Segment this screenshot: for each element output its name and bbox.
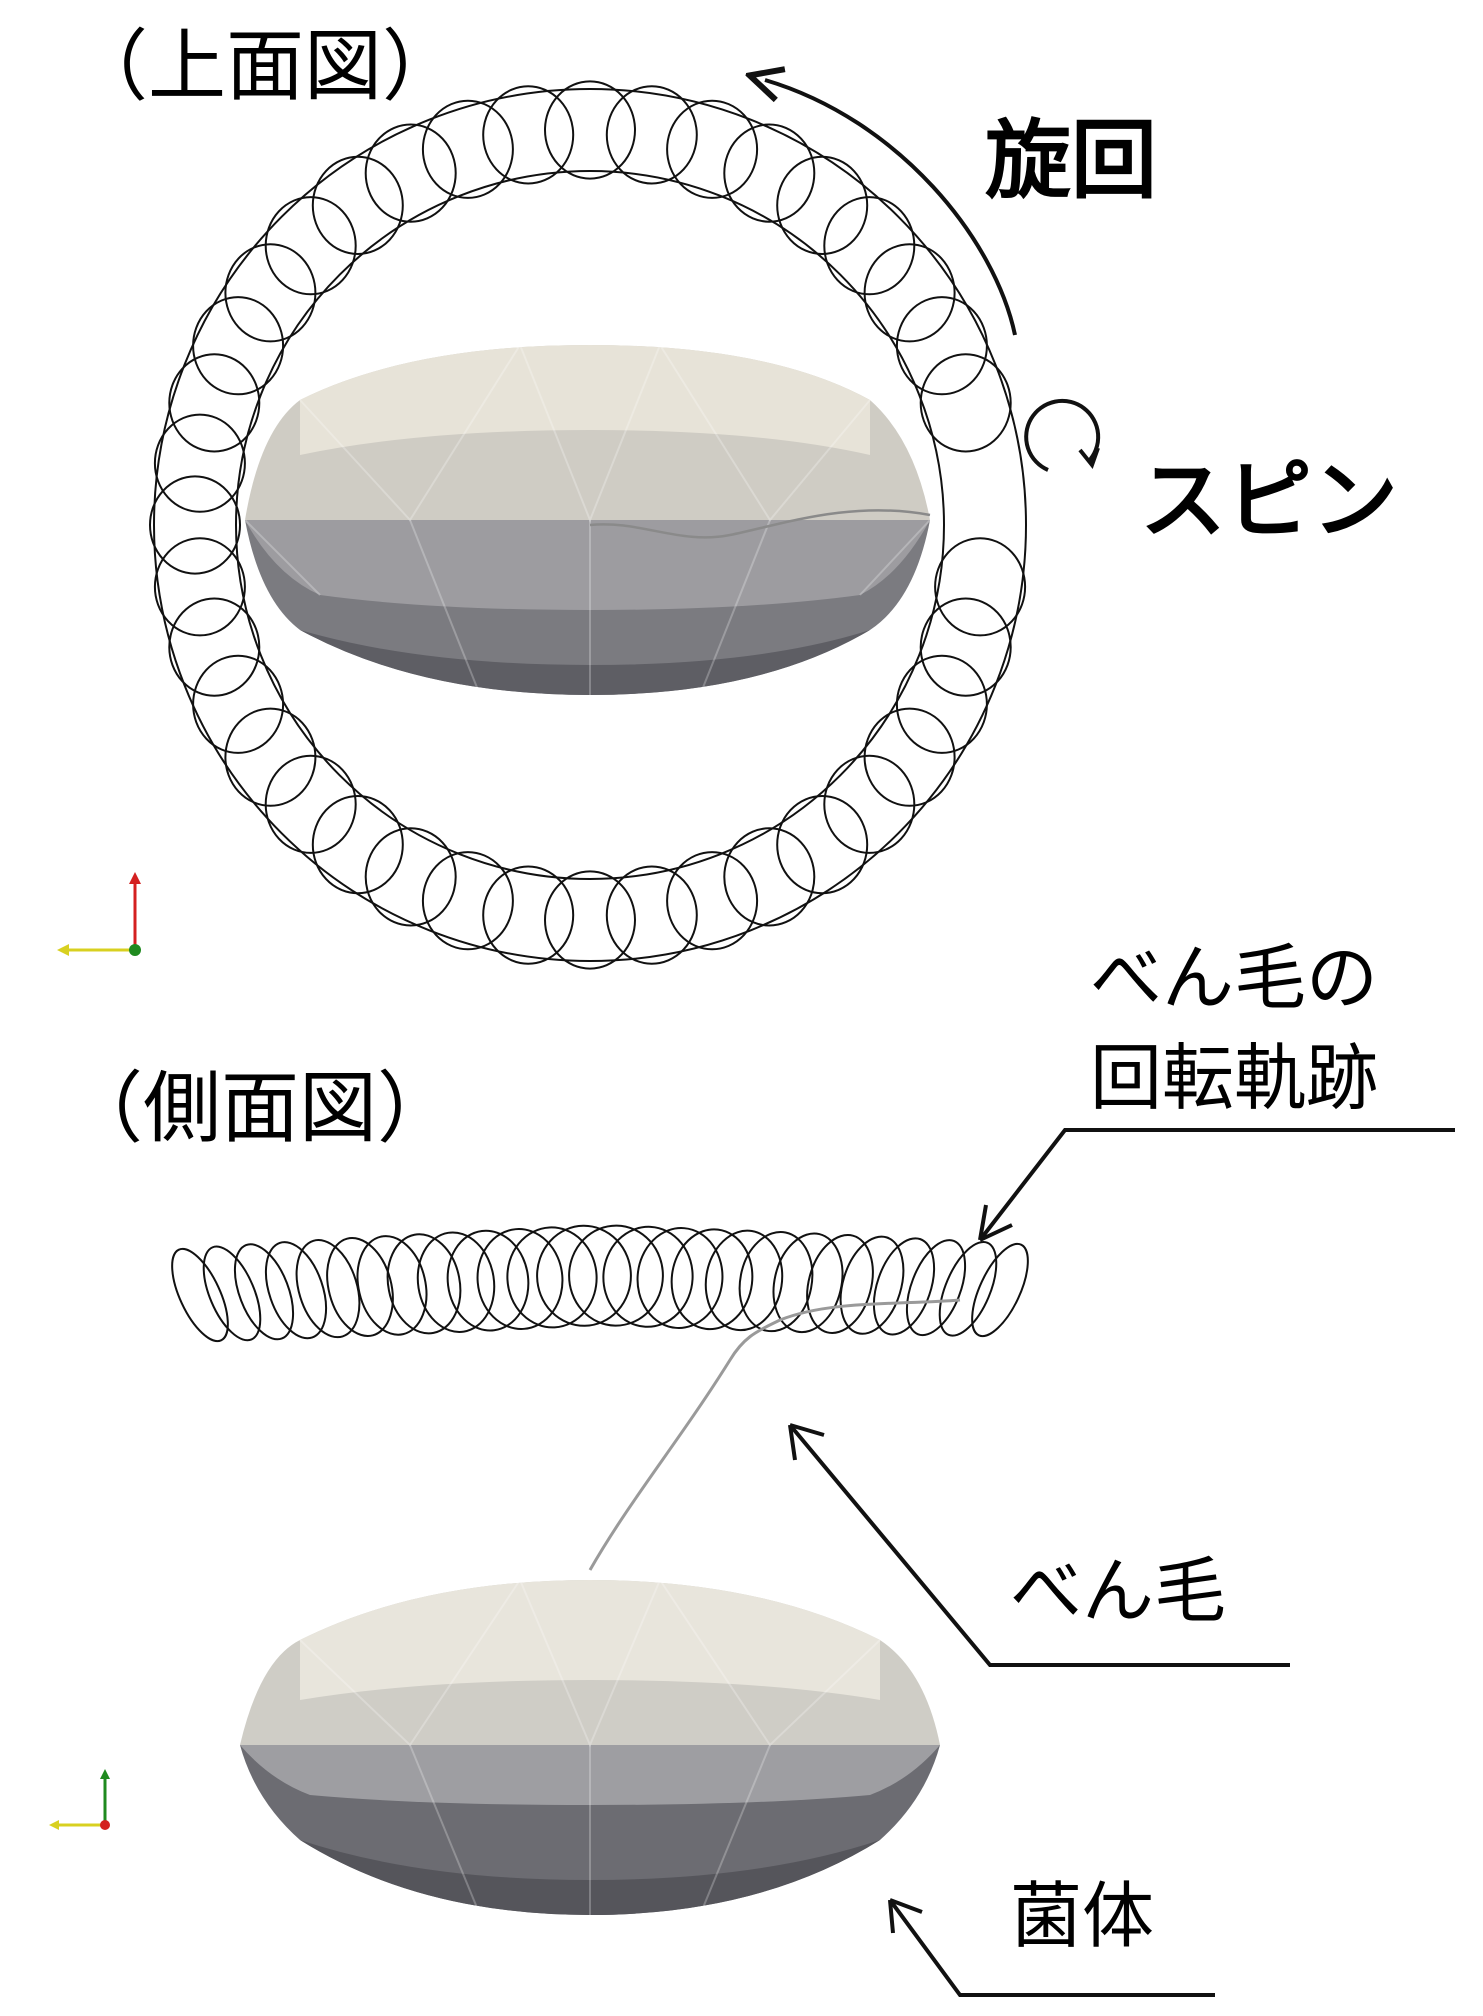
flagellum-label: べん毛 bbox=[1010, 1549, 1227, 1633]
trajectory-loop bbox=[364, 123, 457, 223]
trajectory-loop bbox=[202, 1245, 262, 1342]
trajectory-loop bbox=[421, 851, 514, 951]
side-view-trajectory bbox=[171, 1224, 1029, 1343]
trajectory-loop bbox=[919, 597, 1012, 697]
cell-body-label: 菌体 bbox=[1010, 1874, 1155, 1958]
flagellum-leader bbox=[788, 1423, 1290, 1667]
trajectory-loop bbox=[895, 654, 988, 754]
trajectory-loop bbox=[666, 99, 759, 199]
trajectory-loop bbox=[636, 1227, 724, 1329]
trajectory-loop bbox=[823, 196, 916, 296]
trajectory-loop bbox=[905, 1239, 967, 1337]
trajectory-envelope bbox=[235, 170, 945, 880]
trajectory-loop bbox=[192, 654, 285, 754]
trajectory-loop bbox=[666, 851, 759, 951]
spin-label: スピン bbox=[1140, 451, 1398, 551]
trajectory-loop bbox=[723, 827, 816, 927]
trajectory-loop bbox=[153, 413, 246, 513]
trajectory-loop bbox=[670, 1228, 754, 1331]
trajectory-loop bbox=[723, 123, 816, 223]
trajectory-loop bbox=[776, 155, 869, 255]
trajectory-loop bbox=[506, 1226, 598, 1329]
trajectory-loop bbox=[776, 795, 869, 895]
trajectory-loop bbox=[482, 865, 575, 965]
trajectory-loop bbox=[356, 1235, 428, 1336]
side-view-cell-body bbox=[240, 1579, 940, 1916]
trajectory-envelope bbox=[153, 88, 1027, 962]
trajectory-loop bbox=[224, 707, 317, 807]
trajectory-loop bbox=[938, 1240, 998, 1337]
trajectory-loop bbox=[823, 754, 916, 854]
top-view-trajectory bbox=[149, 80, 1027, 970]
trajectory-loop bbox=[895, 296, 988, 396]
trajectory-loop bbox=[171, 1247, 229, 1343]
trajectory-loop bbox=[704, 1229, 784, 1332]
trajectory-loop bbox=[839, 1235, 905, 1335]
trajectory-loop bbox=[153, 537, 246, 637]
trajectory-loop bbox=[295, 1239, 361, 1339]
trajectory-loop bbox=[192, 296, 285, 396]
trajectory-loop bbox=[168, 353, 261, 453]
trajectory-leader bbox=[978, 1128, 1455, 1242]
trajectory-loop bbox=[264, 754, 357, 854]
trajectory-loop bbox=[326, 1237, 394, 1337]
trajectory-loop bbox=[568, 1224, 664, 1327]
trajectory-loop bbox=[605, 85, 698, 185]
trajectory-loop bbox=[738, 1231, 814, 1333]
side-view-flagellum bbox=[588, 1298, 961, 1571]
trajectory-loop bbox=[224, 243, 317, 343]
trajectory-loop bbox=[311, 795, 404, 895]
trajectory-loop bbox=[311, 155, 404, 255]
trajectory-loop bbox=[264, 1241, 328, 1340]
cell-body-leader bbox=[888, 1898, 1215, 1997]
orbit-label: 旋回 bbox=[985, 111, 1157, 211]
trajectory-label-line1: べん毛の bbox=[1090, 936, 1379, 1020]
orbit-arrow bbox=[765, 80, 1017, 336]
trajectory-loop bbox=[233, 1243, 295, 1341]
trajectory-loop bbox=[476, 1228, 564, 1330]
trajectory-loop bbox=[806, 1234, 874, 1334]
trajectory-loop bbox=[971, 1242, 1029, 1338]
trajectory-loop bbox=[919, 353, 1012, 453]
trajectory-label-line2: 回転軌跡 bbox=[1090, 1036, 1379, 1120]
side-axis-triad bbox=[49, 1769, 110, 1830]
trajectory-loop bbox=[264, 196, 357, 296]
spin-icon bbox=[1024, 398, 1101, 472]
trajectory-loop bbox=[536, 1224, 632, 1327]
trajectory-loop bbox=[386, 1233, 462, 1335]
trajectory-loop bbox=[863, 243, 956, 343]
trajectory-loop bbox=[605, 865, 698, 965]
trajectory-loop bbox=[544, 870, 636, 970]
trajectory-loop bbox=[544, 80, 636, 180]
trajectory-loop bbox=[168, 597, 261, 697]
trajectory-loop bbox=[364, 827, 457, 927]
top-axis-triad bbox=[57, 872, 141, 956]
trajectory-loop bbox=[416, 1231, 496, 1333]
trajectory-loop bbox=[149, 475, 241, 575]
trajectory-loop bbox=[934, 537, 1027, 637]
trajectory-loop bbox=[602, 1225, 694, 1328]
trajectory-loop bbox=[872, 1237, 936, 1336]
trajectory-loop bbox=[863, 707, 956, 807]
side-view-title: （側面図） bbox=[65, 1064, 456, 1154]
top-view-cell-body bbox=[244, 344, 931, 696]
top-view-title: （上面図） bbox=[70, 22, 461, 112]
trajectory-loop bbox=[482, 85, 575, 185]
trajectory-loop bbox=[421, 99, 514, 199]
trajectory-loop bbox=[446, 1229, 530, 1332]
